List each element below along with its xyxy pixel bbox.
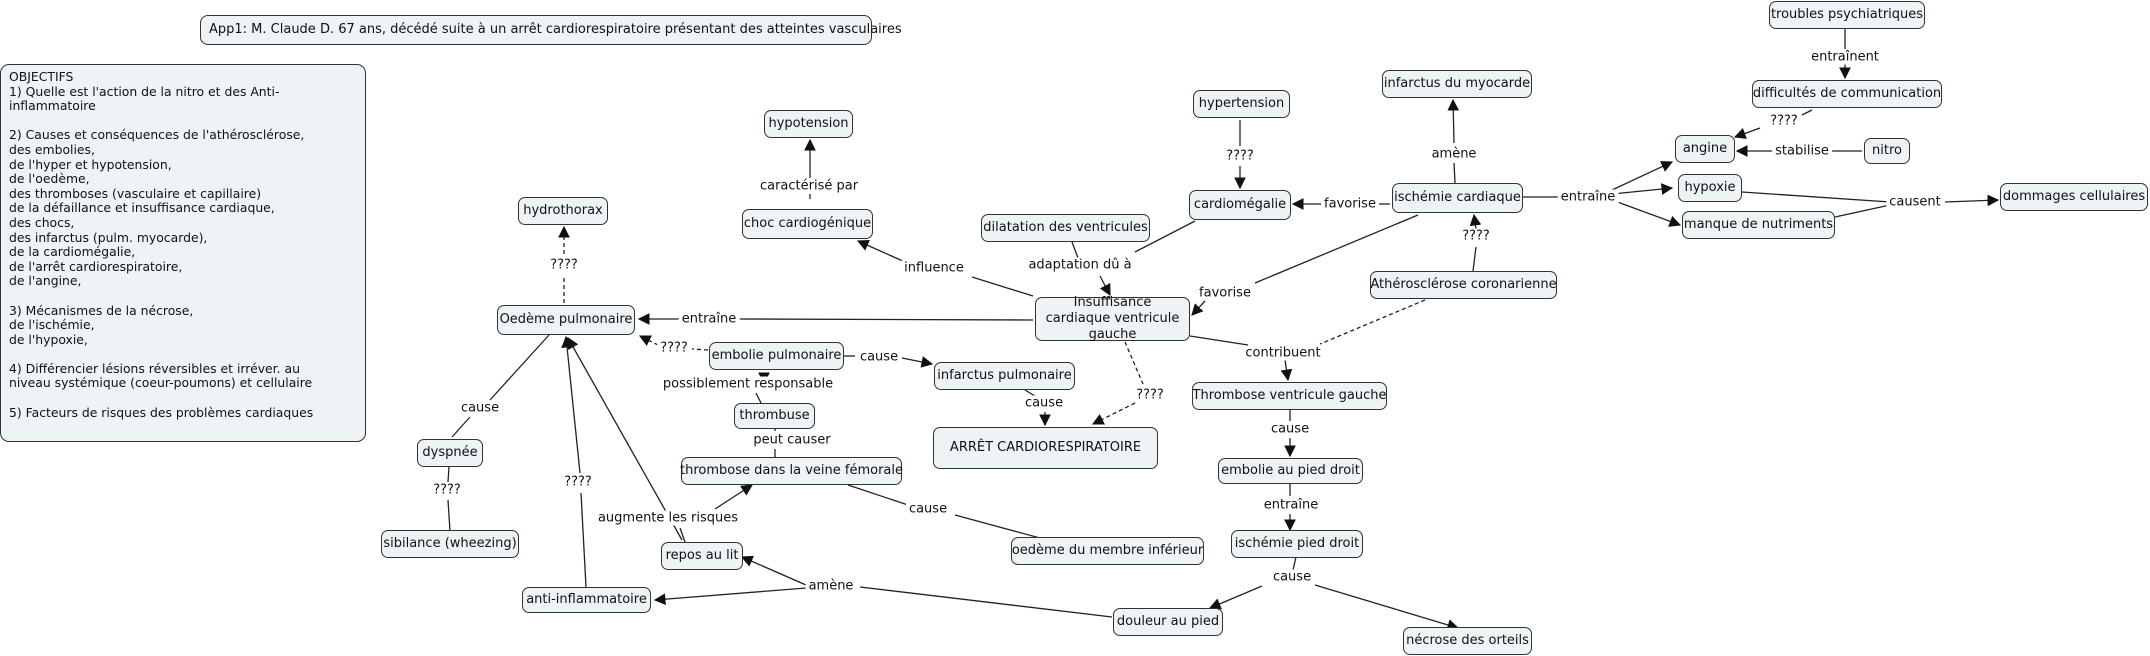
link-label-q8: ???? bbox=[561, 474, 595, 490]
node-atherosclerose-coronarienne[interactable]: Athérosclérose coronarienne bbox=[1370, 271, 1557, 299]
case-title-box: App1: M. Claude D. 67 ans, décédé suite … bbox=[200, 15, 902, 45]
link-label-influence: influence bbox=[901, 260, 967, 276]
link-label-q7: ???? bbox=[430, 482, 464, 498]
node-sibilance[interactable]: sibilance (wheezing) bbox=[381, 530, 519, 558]
link-label-contribuent: contribuent bbox=[1242, 345, 1324, 361]
node-infarctus-pulmonaire[interactable]: infarctus pulmonaire bbox=[934, 362, 1075, 390]
node-oedeme-pulmonaire[interactable]: Oedème pulmonaire bbox=[497, 305, 635, 335]
link-label-entrainent: entraînent bbox=[1808, 49, 1882, 65]
link-label-cause-1: cause bbox=[856, 349, 902, 365]
link-label-cause-3: cause bbox=[1267, 421, 1313, 437]
link-label-q5: ???? bbox=[657, 340, 691, 356]
node-repos-au-lit[interactable]: repos au lit bbox=[661, 542, 743, 570]
link-label-amene-2: amène bbox=[805, 578, 857, 594]
node-ischemie-cardiaque[interactable]: ischémie cardiaque bbox=[1392, 183, 1523, 213]
node-ischemie-pied-droit[interactable]: ischémie pied droit bbox=[1231, 530, 1363, 558]
link-label-causent: causent bbox=[1886, 194, 1944, 210]
node-infarctus-myocarde[interactable]: infarctus du myocarde bbox=[1382, 70, 1532, 98]
link-label-cause-5: cause bbox=[905, 501, 951, 517]
node-manque-nutriments[interactable]: manque de nutriments bbox=[1682, 211, 1835, 239]
node-hypertension[interactable]: hypertension bbox=[1193, 90, 1290, 118]
link-label-entraine-3: entraîne bbox=[1260, 497, 1322, 513]
link-label-cause-4: cause bbox=[457, 400, 503, 416]
link-label-stabilise: stabilise bbox=[1772, 143, 1832, 159]
node-hypotension[interactable]: hypotension bbox=[764, 110, 853, 138]
node-arret-cardiorespiratoire[interactable]: ARRÊT CARDIORESPIRATOIRE bbox=[933, 427, 1158, 469]
node-douleur-au-pied[interactable]: douleur au pied bbox=[1113, 608, 1223, 636]
node-dilatation-ventricules[interactable]: dilatation des ventricules bbox=[981, 214, 1150, 242]
link-label-q4: ???? bbox=[1459, 228, 1493, 244]
link-label-favorise-1: favorise bbox=[1321, 196, 1379, 212]
link-label-caracterise: caractérisé par bbox=[756, 178, 862, 194]
node-embolie-pied-droit[interactable]: embolie au pied droit bbox=[1218, 458, 1363, 484]
link-label-q1: ???? bbox=[1767, 113, 1801, 129]
node-cardiomegalie[interactable]: cardiomégalie bbox=[1189, 190, 1291, 220]
node-nitro[interactable]: nitro bbox=[1864, 138, 1910, 164]
node-choc-cardiogenique[interactable]: choc cardiogénique bbox=[742, 209, 873, 239]
node-hypoxie[interactable]: hypoxie bbox=[1678, 174, 1742, 202]
node-oedeme-membre-inferieur[interactable]: oedème du membre inférieur bbox=[1011, 537, 1204, 565]
node-difficultes-communication[interactable]: difficultés de communication bbox=[1752, 80, 1942, 108]
link-label-adaptation: adaptation dû à bbox=[1025, 257, 1135, 273]
node-anti-inflammatoire[interactable]: anti-inflammatoire bbox=[522, 587, 651, 613]
link-label-favorise-2: favorise bbox=[1196, 285, 1254, 301]
node-dommages-cellulaires[interactable]: dommages cellulaires bbox=[2000, 183, 2148, 211]
node-thrombose-femorale[interactable]: thrombose dans la veine fémorale bbox=[680, 457, 903, 485]
node-angine[interactable]: angine bbox=[1675, 135, 1735, 163]
node-dyspnee[interactable]: dyspnée bbox=[417, 439, 483, 467]
node-necrose-orteils[interactable]: nécrose des orteils bbox=[1403, 627, 1532, 655]
node-thrombose-ventricule-gauche[interactable]: Thrombose ventricule gauche bbox=[1192, 382, 1387, 410]
link-label-q3: ???? bbox=[547, 257, 581, 273]
objectives-box: OBJECTIFS 1) Quelle est l'action de la n… bbox=[0, 64, 366, 442]
node-thrombuse[interactable]: thrombuse bbox=[734, 403, 815, 429]
link-label-peut-causer: peut causer bbox=[750, 432, 834, 448]
link-label-cause-2: cause bbox=[1021, 395, 1067, 411]
node-embolie-pulmonaire[interactable]: embolie pulmonaire bbox=[709, 342, 844, 370]
link-label-augmente: augmente les risques bbox=[594, 510, 742, 526]
node-insuffisance-cardiaque[interactable]: Insuffisance cardiaque ventricule gauche bbox=[1035, 295, 1190, 342]
link-label-q2: ???? bbox=[1223, 148, 1257, 164]
link-label-entraine-1: entraîne bbox=[1557, 189, 1619, 205]
link-label-q6: ???? bbox=[1133, 387, 1167, 403]
link-label-cause-6: cause bbox=[1269, 569, 1315, 585]
link-label-possiblement: possiblement responsable bbox=[659, 376, 837, 392]
link-label-entraine-2: entraîne bbox=[678, 311, 740, 327]
node-troubles-psychiatriques[interactable]: troubles psychiatriques bbox=[1769, 1, 1925, 29]
link-label-amene-1: amène bbox=[1428, 146, 1480, 162]
node-hydrothorax[interactable]: hydrothorax bbox=[518, 197, 608, 225]
